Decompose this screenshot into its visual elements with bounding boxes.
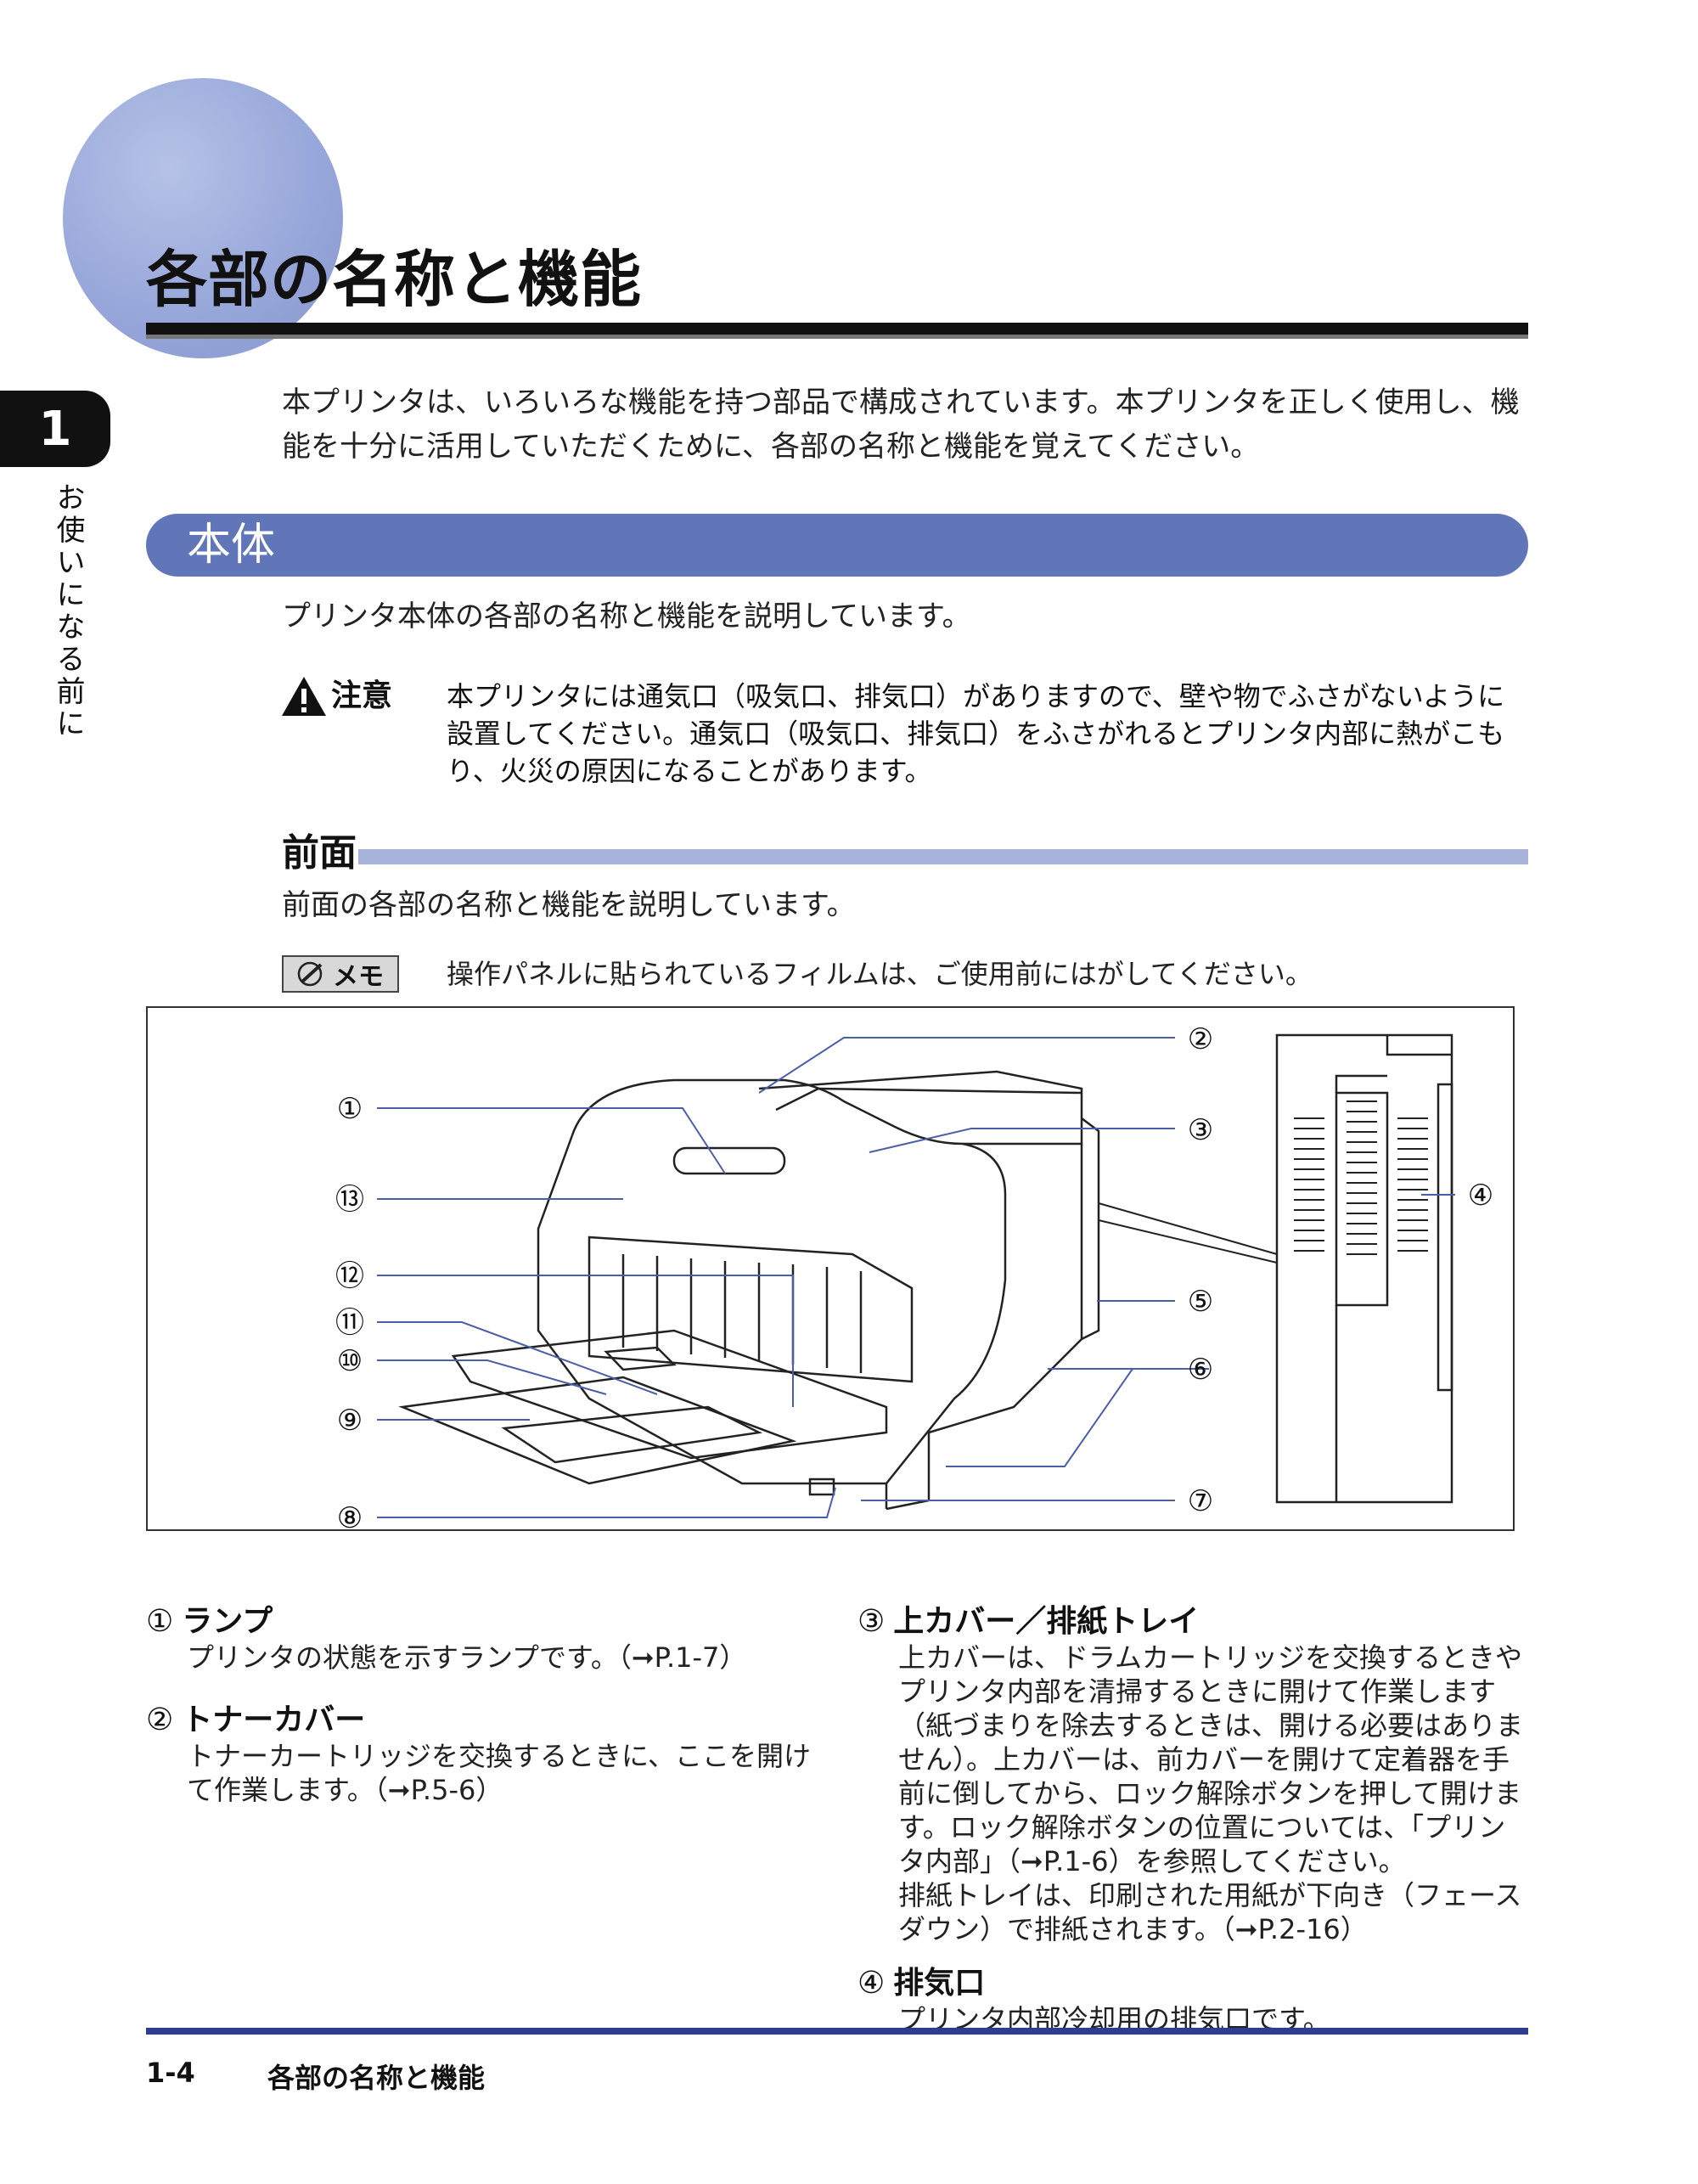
subsection-description: 前面の各部の名称と機能を説明しています。 bbox=[282, 888, 856, 922]
callout-1: ① bbox=[337, 1092, 363, 1126]
callout-9: ⑨ bbox=[337, 1404, 363, 1438]
item-number: ① bbox=[146, 1604, 174, 1639]
page-title: 各部の名称と機能 bbox=[146, 244, 643, 315]
warning-icon bbox=[282, 677, 326, 716]
printer-front-figure: ① ② ③ ④ ⑤ ⑥ ⑦ ⑧ ⑨ ⑩ ⑪ ⑫ ⑬ bbox=[146, 1006, 1515, 1535]
pencil-icon bbox=[297, 961, 323, 987]
item-description: トナーカートリッジを交換するときに、ここを開けて作業します。（➞P.5-6） bbox=[187, 1740, 812, 1806]
callout-10: ⑩ bbox=[337, 1344, 363, 1378]
footer-title: 各部の名称と機能 bbox=[267, 2062, 486, 2094]
callout-3: ③ bbox=[1188, 1113, 1213, 1147]
memo-badge: メモ bbox=[282, 955, 399, 993]
item-number: ② bbox=[146, 1703, 174, 1737]
item-title: トナーカバー bbox=[182, 1703, 366, 1737]
caution-label: 注意 bbox=[331, 678, 393, 713]
callout-7: ⑦ bbox=[1188, 1484, 1213, 1518]
subsection-title: 前面 bbox=[282, 831, 357, 875]
callout-6: ⑥ bbox=[1188, 1353, 1213, 1387]
item-title: ランプ bbox=[182, 1604, 273, 1639]
callout-8: ⑧ bbox=[337, 1501, 363, 1529]
callout-12: ⑫ bbox=[335, 1259, 364, 1293]
callout-11: ⑪ bbox=[335, 1306, 364, 1340]
caution-text: 本プリンタには通気口（吸気口、排気口）がありますので、壁や物でふさがないように設… bbox=[447, 680, 1505, 787]
item-description-2: 排紙トレイは、印刷された用紙が下向き（フェースダウン）で排紙されます。（➞P.2… bbox=[898, 1879, 1522, 1945]
callout-2: ② bbox=[1188, 1022, 1213, 1056]
chapter-tab[interactable]: 1 bbox=[0, 391, 110, 467]
section-description: プリンタ本体の各部の名称と機能を説明しています。 bbox=[282, 599, 971, 633]
callout-13: ⑬ bbox=[335, 1183, 364, 1217]
callout-5: ⑤ bbox=[1188, 1285, 1213, 1319]
footer-rule bbox=[146, 2028, 1528, 2035]
printer-illustration: ① ② ③ ④ ⑤ ⑥ ⑦ ⑧ ⑨ ⑩ ⑪ ⑫ ⑬ bbox=[335, 1022, 1493, 1535]
title-rule bbox=[146, 323, 1528, 335]
title-rule-shadow bbox=[146, 335, 1528, 339]
item-number: ④ bbox=[857, 1966, 886, 2001]
item-description: プリンタの状態を示すランプです。（➞P.1-7） bbox=[187, 1641, 747, 1674]
item-title: 排気口 bbox=[893, 1966, 986, 2001]
subsection-rule bbox=[358, 849, 1528, 864]
item-title: 上カバー／排紙トレイ bbox=[893, 1604, 1200, 1639]
memo-label: メモ bbox=[333, 962, 384, 992]
section-title: 本体 bbox=[187, 520, 276, 571]
item-description: 上カバーは、ドラムカートリッジを交換するときやプリンタ内部を清掃するときに開けて… bbox=[898, 1641, 1524, 1877]
memo-text: 操作パネルに貼られているフィルムは、ご使用前にはがしてください。 bbox=[447, 958, 1313, 990]
header-decoration-circle bbox=[63, 78, 343, 358]
item-number: ③ bbox=[857, 1604, 886, 1639]
callout-4: ④ bbox=[1468, 1179, 1493, 1213]
section-bar bbox=[146, 514, 1528, 577]
footer-page-number: 1-4 bbox=[146, 2057, 195, 2089]
intro-paragraph: 本プリンタは、いろいろな機能を持つ部品で構成されています。本プリンタを正しく使用… bbox=[282, 386, 1520, 464]
chapter-label: お使いになる前に bbox=[51, 482, 85, 740]
